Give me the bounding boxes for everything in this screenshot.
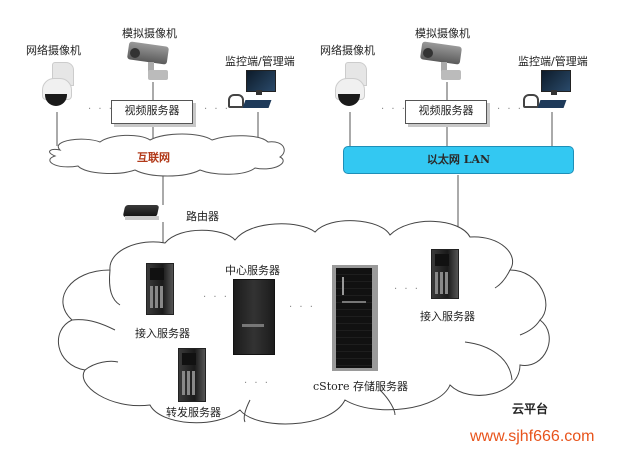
right-monitor-terminal-label: 监控端/管理端 <box>518 55 588 68</box>
cloud-lobe <box>84 360 119 371</box>
ethernet-lan-bar: 以太网 LAN <box>343 146 574 174</box>
storage-cabinet-icon <box>332 265 378 371</box>
cloud-lobe <box>519 319 541 336</box>
rack-server-icon <box>233 279 275 355</box>
watermark-url: www.sjhf666.com <box>470 428 595 445</box>
workstation-icon <box>228 70 280 112</box>
central-server-label: 中心服务器 <box>225 264 280 277</box>
ptz-dome-camera-icon <box>40 62 74 112</box>
workstation-icon <box>523 70 575 112</box>
access-server-left-label: 接入服务器 <box>135 327 190 340</box>
left-video-server-box: 视频服务器 <box>111 100 193 124</box>
cloud-lobe <box>464 341 513 381</box>
cloud-lobe <box>109 269 121 306</box>
left-network-camera-label: 网络摄像机 <box>26 44 81 57</box>
bullet-camera-icon <box>419 41 471 82</box>
ellipsis: · · · <box>497 104 523 115</box>
cloud-lobe <box>379 389 396 416</box>
ellipsis: · · · <box>381 104 407 115</box>
internet-label: 互联网 <box>137 151 170 164</box>
left-analog-camera-label: 模拟摄像机 <box>122 27 177 40</box>
right-network-camera-label: 网络摄像机 <box>320 44 375 57</box>
access-server-right-label: 接入服务器 <box>420 310 475 323</box>
cloud-lobe <box>71 319 116 331</box>
ellipsis: · · · <box>289 302 315 313</box>
router-icon <box>122 205 160 223</box>
ellipsis: · · · <box>244 378 270 389</box>
tower-server-icon <box>431 249 459 299</box>
ellipsis: · · · <box>204 104 230 115</box>
router-label: 路由器 <box>186 210 219 223</box>
right-analog-camera-label: 模拟摄像机 <box>415 27 470 40</box>
ellipsis: · · · <box>203 292 229 303</box>
right-video-server-box: 视频服务器 <box>405 100 487 124</box>
cloud-lobe <box>243 399 251 423</box>
cloud-lobe <box>494 269 511 289</box>
ellipsis: · · · <box>394 284 420 295</box>
tower-server-icon <box>178 348 206 402</box>
ptz-dome-camera-icon <box>333 62 367 112</box>
internet-cloud <box>49 133 285 177</box>
left-monitor-terminal-label: 监控端/管理端 <box>225 55 295 68</box>
cloud-platform-label: 云平台 <box>512 402 549 416</box>
ellipsis: · · · <box>88 104 114 115</box>
forward-server-label: 转发服务器 <box>166 406 221 419</box>
storage-server-label: cStore 存储服务器 <box>313 380 409 393</box>
tower-server-icon <box>146 263 174 315</box>
cloud-platform-outline <box>57 220 550 425</box>
bullet-camera-icon <box>126 41 178 82</box>
